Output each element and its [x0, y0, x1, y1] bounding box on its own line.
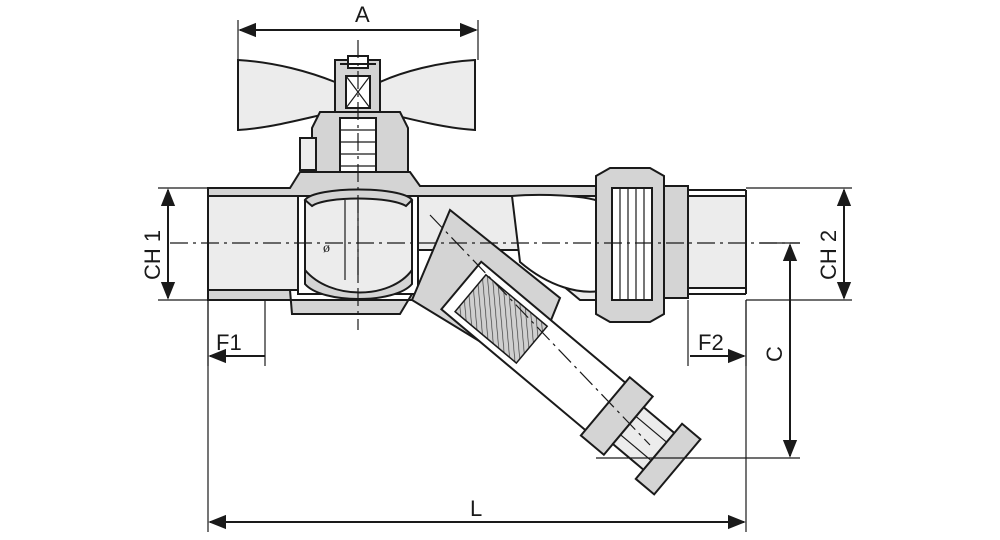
strainer-leg — [410, 208, 702, 496]
dimension-ch2: CH 2 — [746, 187, 852, 301]
dimension-f2: F2 — [687, 300, 747, 366]
dimension-c-label: C — [762, 346, 787, 362]
dimension-ch1-label: CH 1 — [140, 230, 165, 280]
dimension-l: L — [207, 300, 747, 532]
dimension-ch2-label: CH 2 — [816, 230, 841, 280]
dimension-f1: F1 — [207, 300, 266, 366]
center-lines — [170, 40, 800, 446]
dimension-a-label: A — [355, 2, 370, 27]
right-union-nut — [595, 167, 747, 323]
butterfly-handle — [237, 55, 476, 132]
dimension-ch1: CH 1 — [140, 187, 210, 301]
dimension-f1-label: F1 — [216, 330, 242, 355]
dimension-f2-label: F2 — [698, 330, 724, 355]
dimension-a: A — [237, 2, 479, 60]
dimension-c: C — [596, 242, 800, 459]
dimension-l-label: L — [470, 496, 482, 521]
svg-text:ø: ø — [323, 241, 330, 256]
